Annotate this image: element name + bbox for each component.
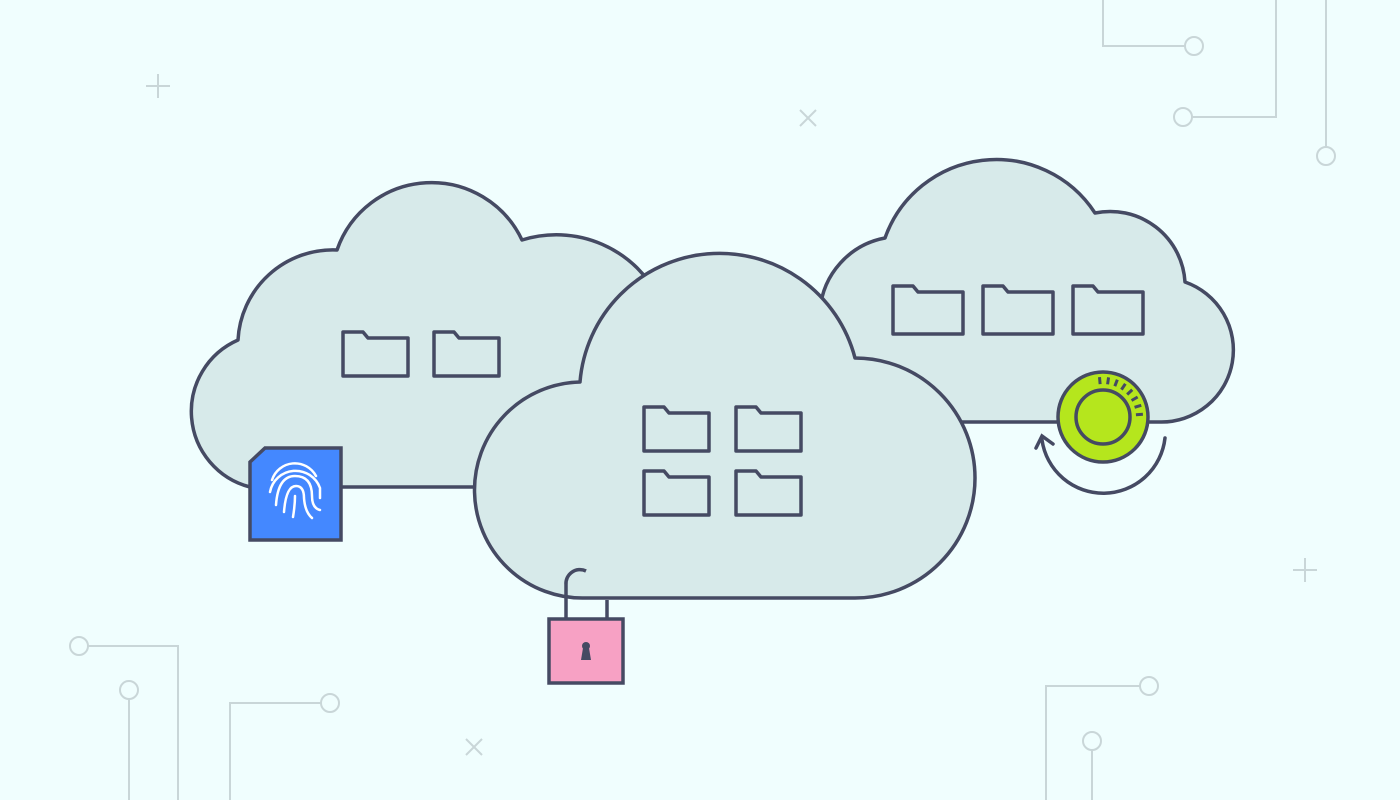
folder-icon bbox=[642, 405, 711, 453]
folder-icon bbox=[891, 284, 965, 336]
folder-icon bbox=[734, 405, 803, 453]
dial-tick bbox=[1098, 377, 1102, 385]
cloud-center bbox=[472, 251, 977, 600]
padlock-icon bbox=[547, 567, 625, 685]
circuit-decoration bbox=[69, 0, 1336, 800]
folder-icon bbox=[432, 330, 501, 378]
folder-icon bbox=[341, 330, 410, 378]
rotate-arrow-icon bbox=[1034, 433, 1167, 495]
folder-icon bbox=[981, 284, 1055, 336]
dial-tick bbox=[1130, 395, 1139, 402]
folder-icon bbox=[1071, 284, 1145, 336]
dial-knob-icon bbox=[1056, 370, 1150, 464]
dial-tick bbox=[1134, 403, 1142, 409]
folder-icon bbox=[734, 469, 803, 517]
dial-tick bbox=[1126, 388, 1134, 396]
dial-tick bbox=[1106, 377, 1111, 385]
dial-tick bbox=[1120, 382, 1127, 391]
fingerprint-icon bbox=[248, 446, 343, 542]
dial-tick bbox=[1113, 379, 1119, 387]
folder-icon bbox=[642, 469, 711, 517]
